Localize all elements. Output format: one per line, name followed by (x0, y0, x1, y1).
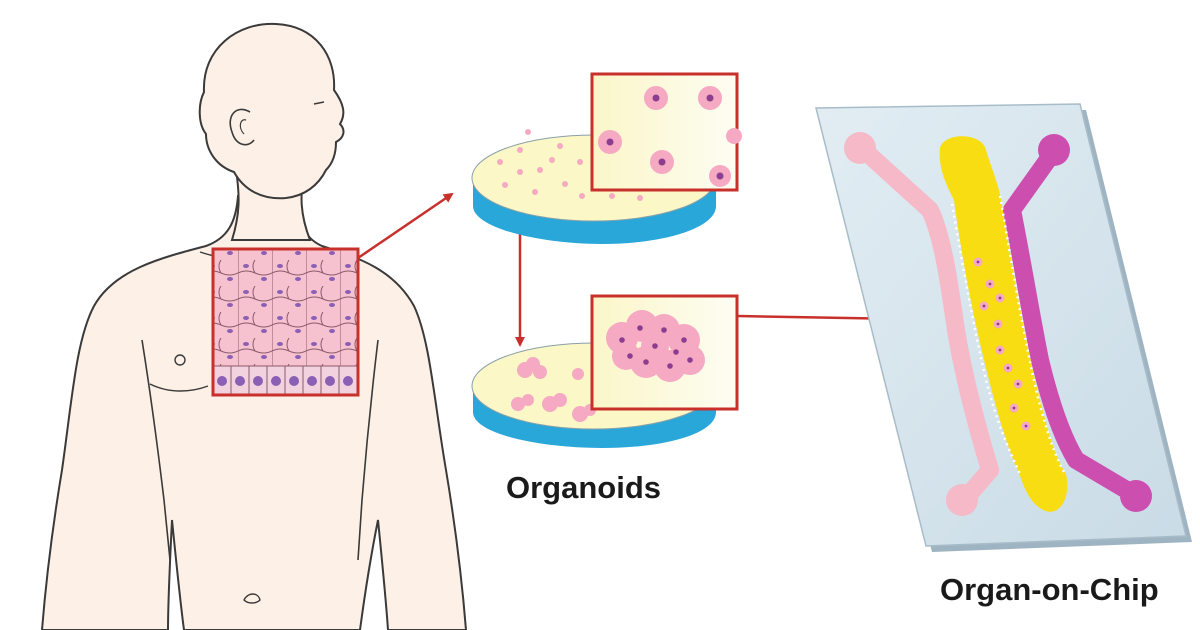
channel-yellow (939, 136, 1068, 512)
organ-on-chip-label: Organ-on-Chip (940, 572, 1159, 607)
navel (243, 593, 261, 604)
organ-chip-icon (815, 103, 1192, 552)
channel-magenta (1003, 145, 1139, 501)
organoids-label: Organoids (506, 470, 662, 505)
arrow-tissue-to-dish (357, 192, 454, 260)
human-figure-icon (40, 22, 468, 630)
ear (229, 108, 255, 146)
channel-light-pink (857, 143, 999, 507)
head (198, 22, 345, 200)
single-cell-zoom (590, 72, 742, 192)
chip-cells (973, 257, 1031, 431)
nipple (174, 354, 186, 366)
tissue-zoom-box (211, 247, 360, 397)
basal-cell-row (213, 365, 358, 395)
organoid-zoom (590, 294, 739, 411)
